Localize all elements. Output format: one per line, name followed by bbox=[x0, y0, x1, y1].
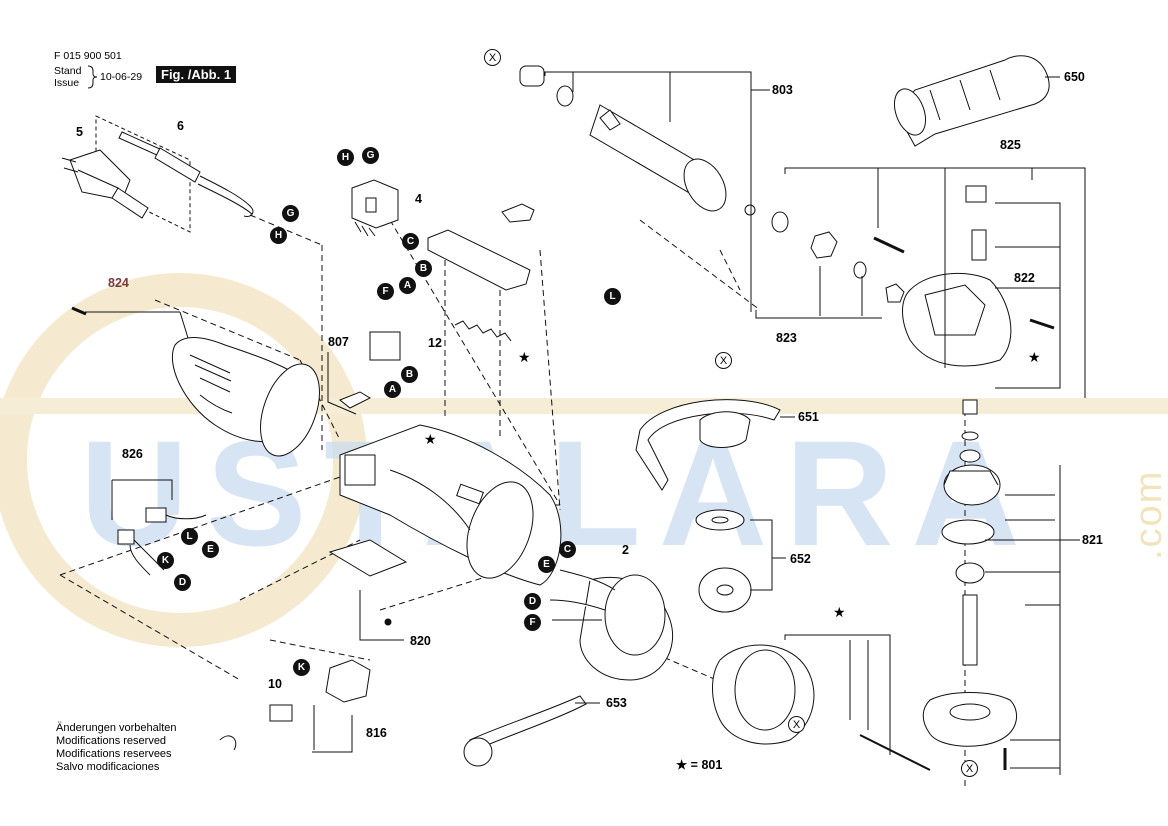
star-marker: ★ bbox=[1028, 349, 1041, 365]
side-handle-650 bbox=[893, 55, 1050, 147]
brush-holder bbox=[325, 659, 371, 703]
footer-es: Salvo modificaciones bbox=[56, 761, 160, 773]
badge-d: D bbox=[524, 593, 541, 610]
issue-label: Issue bbox=[54, 77, 80, 89]
label-5: 5 bbox=[76, 125, 83, 139]
flange-652 bbox=[695, 509, 752, 613]
badge-h: H bbox=[270, 227, 287, 244]
badge-f: F bbox=[377, 283, 394, 300]
switch-4 bbox=[351, 179, 399, 237]
label-4: 4 bbox=[415, 192, 422, 206]
x-reference-mark: X bbox=[715, 352, 732, 369]
badge-f: F bbox=[524, 614, 541, 631]
label-6: 6 bbox=[177, 119, 184, 133]
figure-tag: Fig. /Abb. 1 bbox=[156, 66, 237, 83]
footer-en: Modifications reserved bbox=[56, 735, 167, 747]
watermark-side-text: .com bbox=[1128, 469, 1168, 560]
label-824: 824 bbox=[108, 276, 129, 290]
badge-d: D bbox=[174, 574, 191, 591]
label-653: 653 bbox=[606, 696, 627, 710]
badge-g: G bbox=[282, 205, 299, 222]
armature bbox=[589, 104, 727, 212]
stand-label: Stand bbox=[54, 65, 82, 77]
badge-e: E bbox=[202, 541, 219, 558]
label-652: 652 bbox=[790, 552, 811, 566]
label-820: 820 bbox=[410, 634, 431, 648]
label-651: 651 bbox=[798, 410, 819, 424]
badge-l: L bbox=[604, 288, 621, 305]
issue-date: 10-06-29 bbox=[100, 71, 143, 83]
label-821: 821 bbox=[1082, 533, 1103, 547]
x-reference-mark: X bbox=[961, 760, 978, 777]
slide-bar bbox=[427, 203, 535, 291]
badge-g: G bbox=[362, 147, 379, 164]
x-reference-mark: X bbox=[788, 716, 805, 733]
star-801-legend: ★ = 801 bbox=[676, 758, 723, 772]
label-807: 807 bbox=[328, 335, 349, 349]
badge-k: K bbox=[157, 552, 174, 569]
spanner-653 bbox=[463, 695, 587, 767]
star-marker: ★ bbox=[518, 349, 531, 365]
capacitor bbox=[369, 331, 401, 361]
footer-fr: Modifications reservees bbox=[56, 748, 172, 760]
spring-12 bbox=[454, 320, 512, 342]
part-number: F 015 900 501 bbox=[54, 50, 122, 62]
badge-c: C bbox=[559, 541, 576, 558]
badge-e: E bbox=[538, 556, 555, 573]
label-816: 816 bbox=[366, 726, 387, 740]
footer-de: Änderungen vorbehalten bbox=[56, 722, 177, 734]
star-marker: ★ bbox=[424, 431, 437, 447]
gear-head bbox=[902, 185, 1012, 415]
badge-a: A bbox=[384, 381, 401, 398]
badge-k: K bbox=[293, 659, 310, 676]
carbon-brush-10 bbox=[269, 704, 293, 722]
label-650: 650 bbox=[1064, 70, 1085, 84]
label-803: 803 bbox=[772, 83, 793, 97]
motor-housing bbox=[339, 424, 562, 586]
badge-b: B bbox=[401, 366, 418, 383]
field-coil-2 bbox=[549, 569, 674, 681]
guard-651 bbox=[635, 399, 781, 491]
label-2: 2 bbox=[622, 543, 629, 557]
badge-c: C bbox=[402, 233, 419, 250]
motor-cover-824 bbox=[171, 337, 320, 457]
badge-h: H bbox=[337, 149, 354, 166]
label-823: 823 bbox=[776, 331, 797, 345]
label-826: 826 bbox=[122, 447, 143, 461]
label-825: 825 bbox=[1000, 138, 1021, 152]
cable-6 bbox=[118, 131, 254, 217]
label-822: 822 bbox=[1014, 271, 1035, 285]
badge-l: L bbox=[181, 528, 198, 545]
wire-harness-826 bbox=[117, 507, 207, 576]
star-marker: ★ bbox=[833, 604, 846, 620]
plug-5 bbox=[61, 149, 149, 219]
label-12: 12 bbox=[428, 336, 442, 350]
label-10: 10 bbox=[268, 677, 282, 691]
x-reference-mark: X bbox=[484, 49, 501, 66]
badge-a: A bbox=[399, 277, 416, 294]
badge-b: B bbox=[415, 260, 432, 277]
